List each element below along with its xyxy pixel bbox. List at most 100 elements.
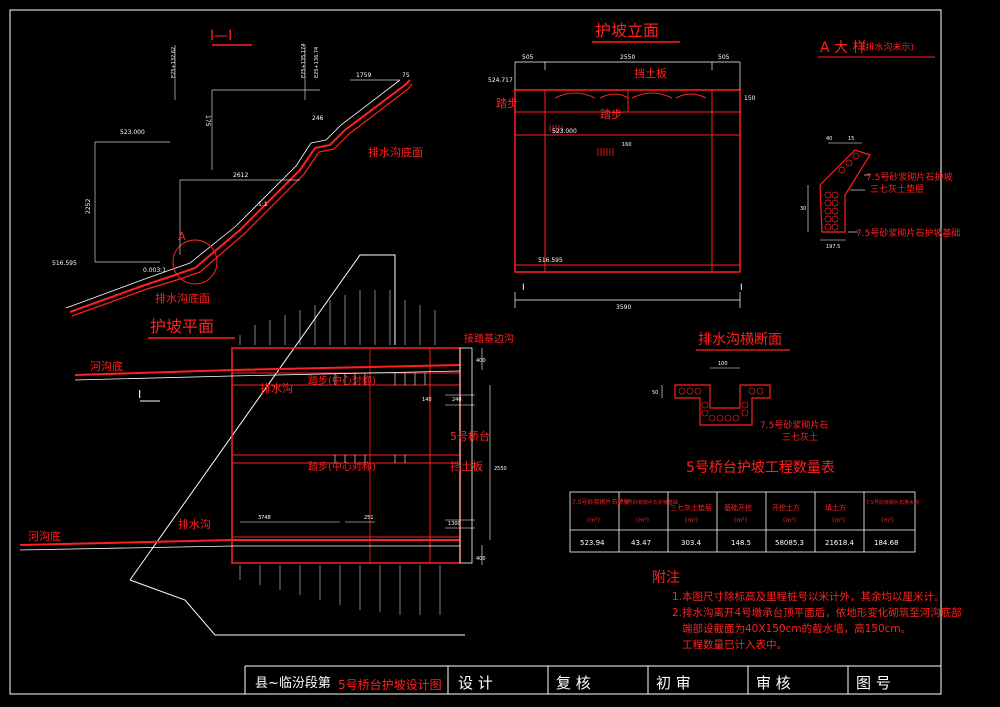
drain-section: 排水沟横断面 100 50 7.5号砂浆砌片石 三七灰土 [652,332,828,443]
note-item: 端部设截面为40X150cm的截水墙，高150cm。 [682,622,911,635]
plan-view: 护坡平面 [19,254,514,636]
svg-text:I: I [522,283,525,293]
dim-label: 100 [718,361,728,367]
table-header: 开挖土方 [772,503,800,512]
dim-label: 50 [652,390,658,396]
table-value-row: 523.94 43.47 303.4 148.5 58085.3 21618.4… [580,539,899,547]
detail-a-shape [819,149,871,233]
elevation-label: 523.000 [552,128,577,135]
dim-label: 140 [422,397,432,403]
detail-a-title: A 大 样 [820,40,866,56]
dim-label: 2550 [620,54,635,61]
detail-a-callout [172,239,218,285]
drain-section-label: 三七灰土 [782,431,818,443]
note-item: 工程数量已计入表中。 [682,638,787,651]
dim-label: 246 [312,115,324,122]
section-title: I—I [210,28,232,44]
drain-section-title: 排水沟横断面 [698,332,782,348]
table-unit: (m³) [783,517,796,524]
elevation-label: 523.000 [120,129,145,136]
table-unit: (m³) [636,517,649,524]
dim-label: 2252 [85,199,92,214]
plan-drain-upper [74,364,461,376]
drain-bottom-label: 排水沟底面 [368,145,423,159]
dim-label: 240 [452,397,462,403]
table-cell: 43.47 [631,539,651,547]
dim-label: 40 [826,136,832,142]
notes: 附注 1.本图尺寸除标高及里程桩号以米计外，其余均以厘米计。 2.排水沟离开4号… [652,570,962,651]
plan-title: 护坡平面 [150,317,214,336]
elevation-title: 护坡立面 [595,21,659,40]
step-label: 踏步(中心对称) [308,460,376,473]
drain-section-shape [674,384,771,426]
table-header: 填土方 [825,503,846,512]
title-cell: 设 计 [458,674,493,692]
title-cell: 审 核 [756,674,791,692]
dim-label: 400 [476,556,486,562]
dim-label: 505 [718,54,730,61]
point-a-label: A [178,230,186,243]
detail-a-note: (排水沟未示) [862,41,914,53]
elevation-label: 524.717 [488,77,513,84]
dim-label: 175 [204,115,211,127]
dim-label: 505 [522,54,534,61]
connect-drain-label: 接踏基边沟 [464,332,514,345]
detail-label: 7.5号砂浆砌片石护坡 [866,171,952,183]
drain-label: 排水沟 [178,517,211,531]
dim-label: 15 [848,136,854,142]
slope-ratio-label: 0.003:1 [143,267,166,274]
table-unit: (m³) [685,517,698,524]
drain-bottom-label: 排水沟底面 [155,291,210,305]
table-cell: 184.68 [874,539,899,547]
table-cell: 21618.4 [825,539,854,547]
dim-label: 150 [744,95,756,102]
title-cell: 初 审 [656,674,691,692]
dim-label: 197.5 [826,244,840,250]
note-item: 2.排水沟离开4号墩承台顶平面后，依地形变化砌筑至河沟底部 [672,606,962,619]
svg-text:I: I [740,283,743,293]
table-unit: (m³) [832,517,845,524]
drain-label: 排水沟 [260,381,293,395]
drawing-frame [9,9,942,695]
dim-label: 3590 [616,304,631,311]
section-mark: I [138,388,141,401]
table-unit: (m³) [881,517,894,524]
retaining-label: 挡土板 [450,459,483,473]
title-block: 县~临汾段第 5号桥台护坡设计图 设 计 复 核 初 审 审 核 图 号 [244,665,941,694]
dim-label: 400 [476,358,486,364]
table-header: 三七灰土垫层 [670,503,712,512]
dim-label: 1300 [448,521,461,527]
svg-text:E25+135.174: E25+135.174 [301,44,307,78]
table-header: 基础开挖 [724,503,752,512]
retaining-label: 挡土板 [634,66,667,80]
drain-section-label: 7.5号砂浆砌片石 [760,419,828,431]
quantity-table: 5号桥台护坡工程数量表 7.5号砂浆砌片石护坡 (m³) 7.5号砂浆砌片石护坡… [569,460,919,553]
elevation-label: 516.595 [52,260,77,267]
table-unit: (m³) [734,517,747,524]
svg-text:E25+132.62: E25+132.62 [171,47,177,78]
dim-label: 3748 [258,515,271,521]
project-name: 县~临汾段第 [255,676,331,691]
table-header: 7.5号砂浆砌片石护坡基础 [620,499,678,506]
table-cell: 303.4 [681,539,702,547]
drawing-name: 5号桥台护坡设计图 [338,677,442,692]
dim-label: 30 [800,206,806,212]
river-bottom-label: 河沟底 [28,529,61,543]
table-cell: 148.5 [731,539,751,547]
dim-label: 2550 [494,466,507,472]
dim-label: 251 [364,515,374,521]
river-bottom-label: 河沟底 [90,359,123,373]
elevation-label: 516.595 [538,257,563,264]
section-view: I—I 523.000 516.595 0.003:1 A 排水沟底面 排水沟底… [52,28,423,317]
title-cell: 图 号 [856,674,891,692]
dim-label: 75 [402,72,410,79]
svg-text:E25+136.74: E25+136.74 [314,47,320,78]
dim-label: 2612 [233,172,248,179]
table-header: 7.5号砂浆砌片石排水沟 [866,499,919,506]
table-cell: 58085.3 [775,539,804,547]
quantity-table-title: 5号桥台护坡工程数量表 [686,460,835,476]
step-label: 踏步 [496,96,518,110]
detail-label: 三七灰土垫层 [870,183,924,195]
abutment-label: 5号桥台 [450,429,490,443]
